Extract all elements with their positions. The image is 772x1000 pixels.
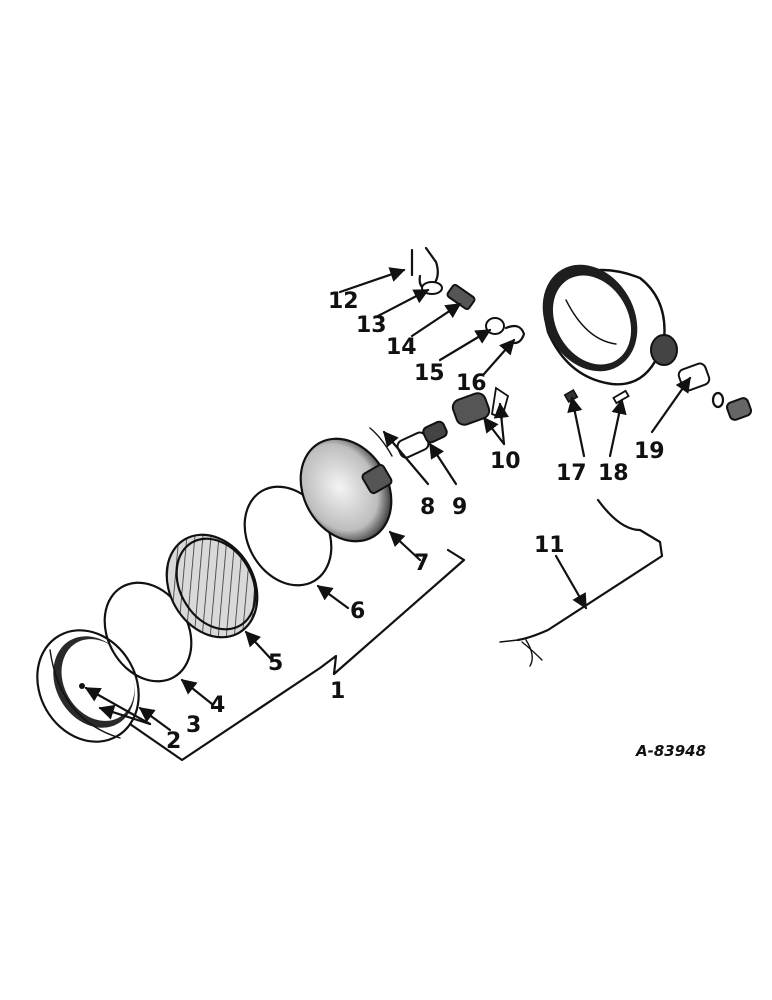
lens-part	[165, 533, 259, 639]
assembly-bracket	[128, 548, 466, 762]
door-rim-part	[36, 629, 140, 743]
callout-3: 3	[186, 713, 201, 738]
connector-plug-part	[369, 420, 448, 459]
sealed-beam-unit-part	[299, 437, 393, 543]
mounting-hardware-part	[410, 246, 526, 345]
callout-9: 9	[452, 495, 467, 520]
callout-17: 17	[556, 461, 587, 486]
callout-10: 10	[490, 449, 521, 474]
callout-15: 15	[414, 361, 445, 386]
callout-18: 18	[598, 461, 629, 486]
callout-16: 16	[456, 371, 487, 396]
callout-19: 19	[634, 439, 665, 464]
headlamp-housing-part	[542, 264, 678, 386]
nut-washer-part	[677, 362, 753, 421]
callout-14: 14	[386, 335, 417, 360]
callout-13: 13	[356, 313, 387, 338]
wire-harness-part	[499, 498, 664, 667]
callout-11: 11	[534, 533, 565, 558]
callout-7: 7	[414, 551, 429, 576]
callout-4: 4	[210, 693, 225, 718]
reference-code: A-83948	[635, 742, 706, 760]
callout-8: 8	[420, 495, 435, 520]
callout-12: 12	[328, 289, 359, 314]
screw-pin-part	[563, 389, 630, 405]
leader-lines	[84, 267, 692, 732]
callout-6: 6	[350, 599, 365, 624]
callout-2: 2	[166, 729, 181, 754]
callout-1: 1	[330, 679, 345, 704]
callout-5: 5	[268, 651, 283, 676]
